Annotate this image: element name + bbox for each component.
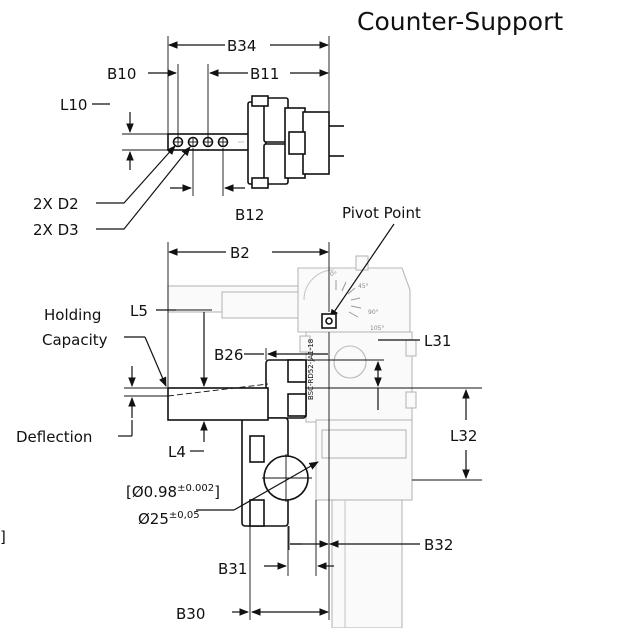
dim-l10: L10	[60, 96, 87, 114]
dim-b34: B34	[227, 37, 256, 55]
dim-b30: B30	[176, 605, 205, 623]
dim-b12: B12	[235, 206, 264, 224]
callout-2x-d2: 2X D2	[33, 195, 79, 213]
deflection-label: Deflection	[16, 428, 92, 446]
dim-b31: B31	[218, 560, 247, 578]
side-view-dimensions: Pivot Point B2 Holding Capacity L5 B26 D…	[0, 204, 482, 623]
edge-bracket: ]	[0, 528, 6, 546]
top-view-clamp	[167, 95, 344, 189]
part-marking: BSC-RD52-JA1-18	[307, 339, 315, 400]
pivot-point-label: Pivot Point	[342, 204, 421, 222]
scale-90: 90°	[368, 309, 379, 316]
dim-l4: L4	[168, 443, 186, 461]
holding-label-line2: Capacity	[42, 331, 108, 349]
dim-b11: B11	[250, 65, 279, 83]
bore-dia-inch: [Ø0.98±0.002]	[126, 483, 220, 501]
dim-l32: L32	[450, 427, 477, 445]
scale-105: 105°	[370, 325, 384, 332]
drawing-title: Counter-Support	[357, 7, 563, 36]
dim-b2: B2	[230, 244, 250, 262]
dim-l31: L31	[424, 332, 451, 350]
dim-b32: B32	[424, 536, 453, 554]
counter-support-part: BSC-RD52-JA1-18	[167, 339, 315, 527]
dim-l5: L5	[130, 302, 148, 320]
scale-45: 45°	[358, 283, 369, 290]
scale-0: 0°	[330, 271, 337, 278]
dim-b10: B10	[107, 65, 136, 83]
dim-b26: B26	[214, 346, 243, 364]
ghost-assembly: 0° 45° 90° 105°	[167, 255, 417, 628]
bore-dia-mm: Ø25±0,05	[138, 510, 200, 528]
holding-label-line1: Holding	[44, 306, 101, 324]
top-view-dimensions: B34 B10 B11 L10 2X D2 2X D3 B12	[33, 36, 330, 239]
callout-2x-d3: 2X D3	[33, 221, 79, 239]
